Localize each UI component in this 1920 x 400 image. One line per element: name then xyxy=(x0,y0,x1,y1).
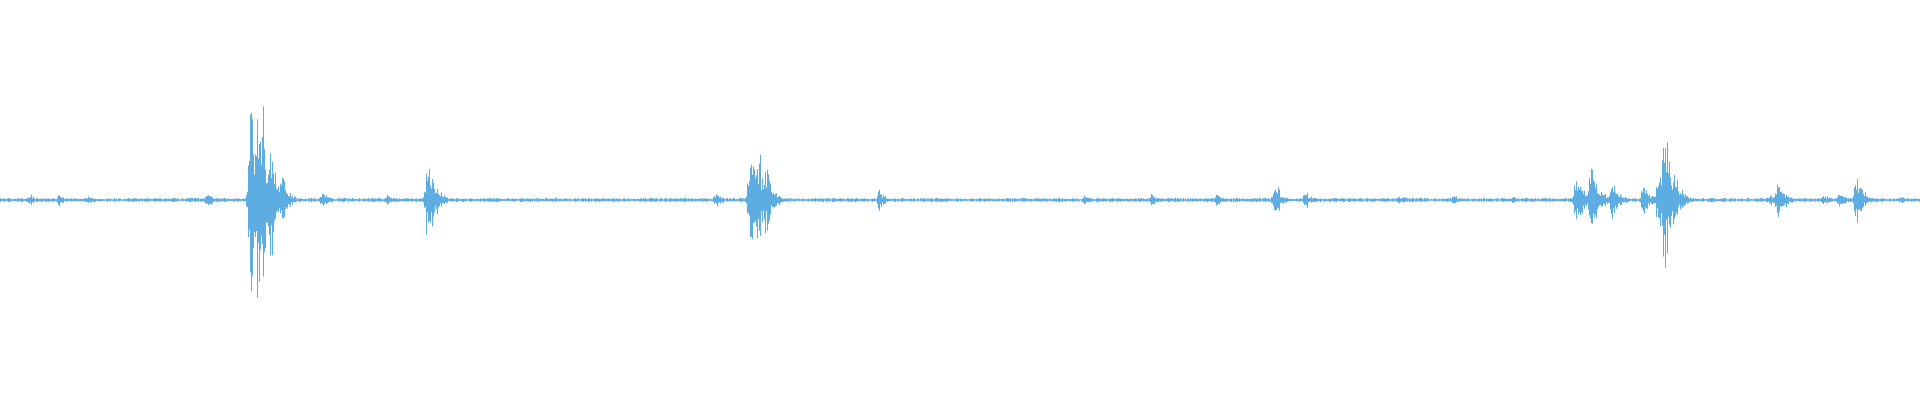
waveform-signal xyxy=(0,106,1920,298)
